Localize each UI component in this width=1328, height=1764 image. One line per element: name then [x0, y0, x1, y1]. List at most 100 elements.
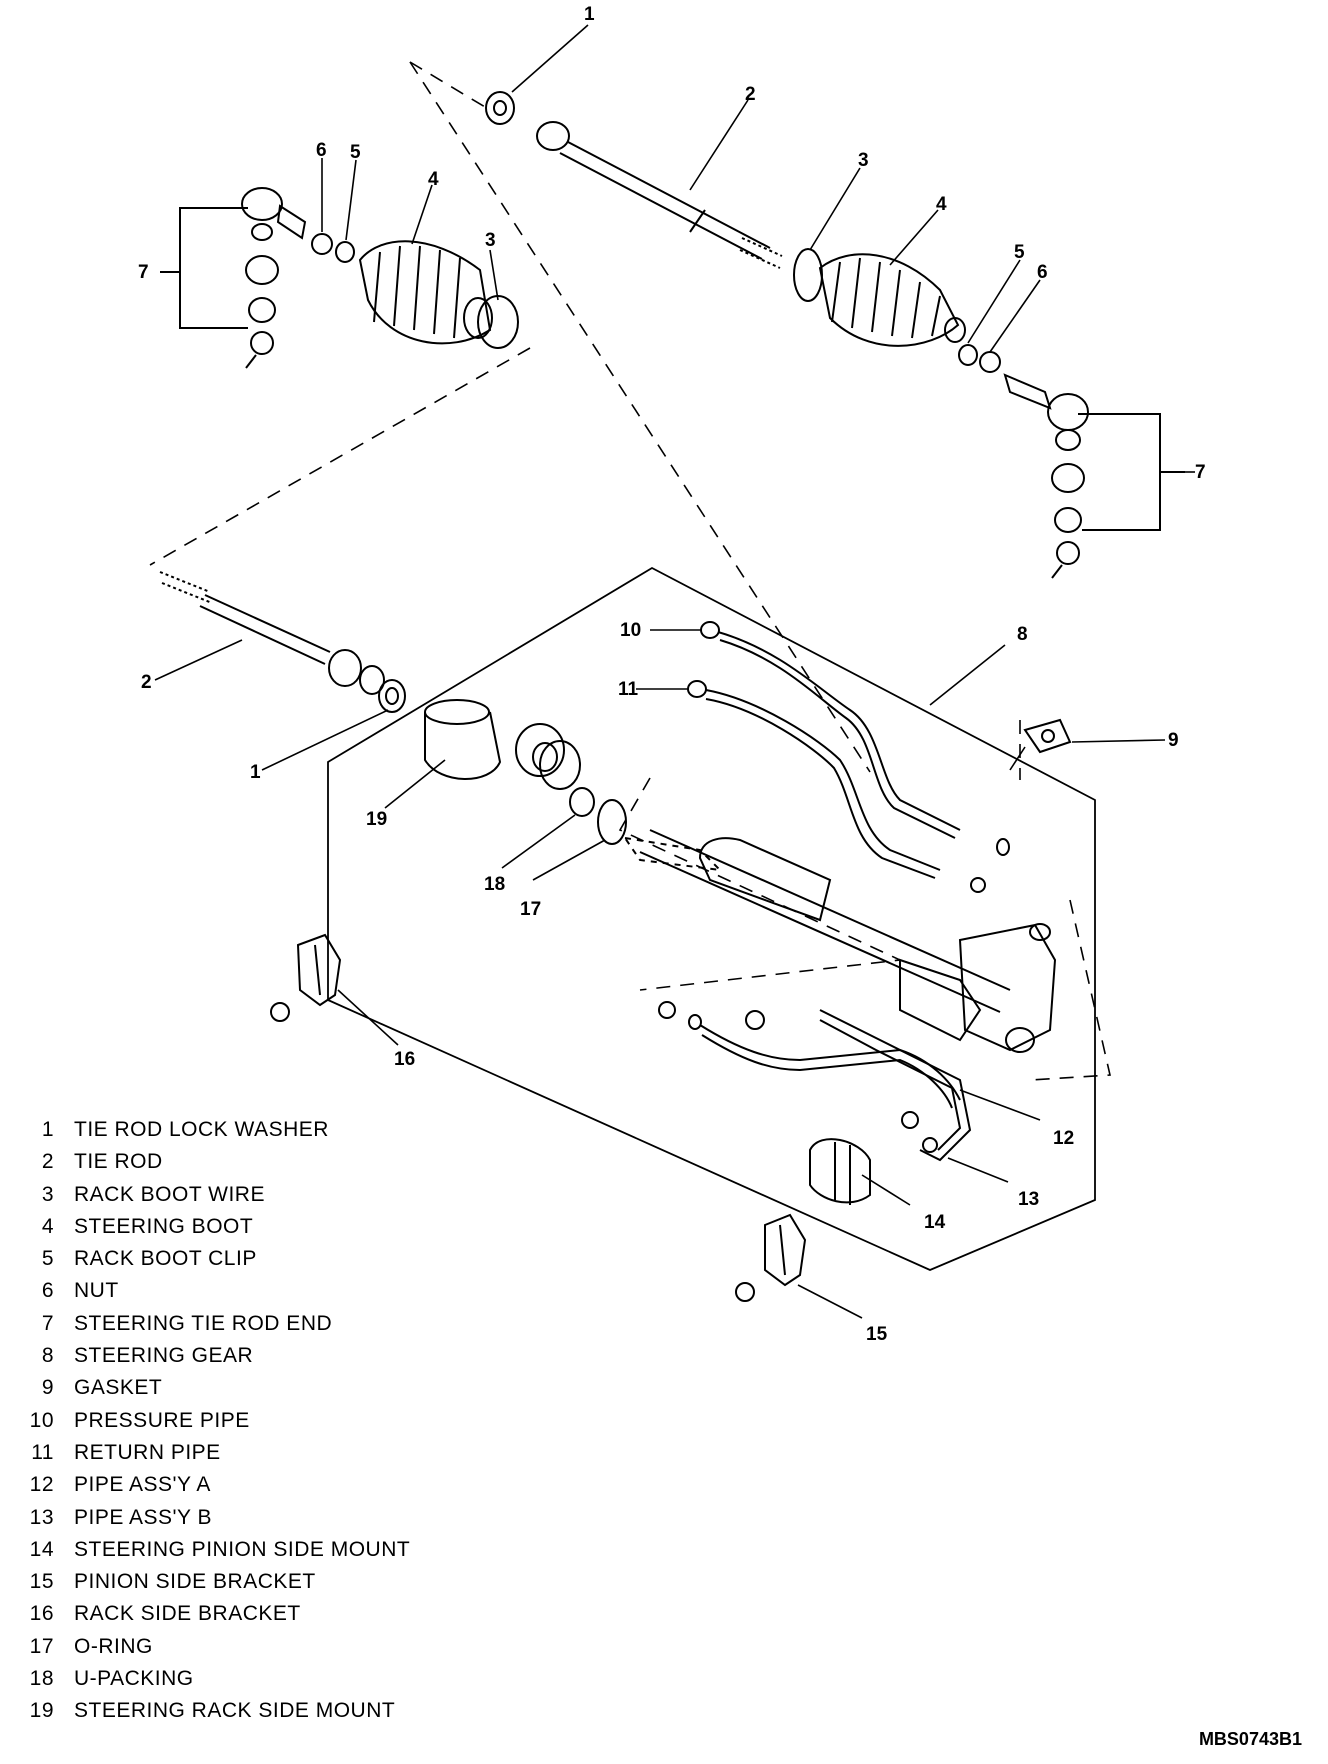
steering-pinion-side-mount — [809, 1138, 871, 1205]
legend-item: 13 PIPE ASS'Y B — [14, 1502, 534, 1534]
legend-number: 15 — [29, 1570, 54, 1594]
rack-housing — [622, 829, 1057, 1053]
callout-18: 18 — [484, 874, 505, 895]
figure-code: MBS0743B1 — [1198, 1729, 1302, 1749]
pressure-pipe — [700, 621, 961, 839]
legend-item: 12 PIPE ASS'Y A — [14, 1469, 534, 1501]
legend-label: TIE ROD LOCK WASHER — [74, 1118, 329, 1141]
legend-number: 4 — [41, 1214, 54, 1238]
legend-label: RETURN PIPE — [74, 1440, 221, 1464]
legend-number: 3 — [41, 1182, 54, 1206]
small-seals — [970, 838, 1010, 893]
legend-label: RACK BOOT CLIP — [74, 1247, 257, 1271]
callout-8: 8 — [1017, 624, 1028, 645]
top-tie-rod-lock-washer — [485, 91, 515, 125]
callout-1-top: 1 — [584, 4, 595, 25]
callout-5-right: 5 — [1014, 242, 1025, 263]
callout-6-right: 6 — [1037, 262, 1048, 283]
legend-number: 2 — [41, 1150, 54, 1174]
right-tie-rod-end — [1003, 373, 1185, 579]
callout-2-top: 2 — [745, 84, 756, 105]
callout-12: 12 — [1053, 1128, 1074, 1149]
callout-9: 9 — [1168, 730, 1179, 751]
legend-label: PINION SIDE BRACKET — [74, 1570, 316, 1594]
callout-4-top: 4 — [936, 194, 947, 215]
legend-number: 16 — [29, 1602, 54, 1626]
legend-number: 11 — [31, 1440, 54, 1464]
legend-item: 6 NUT — [14, 1275, 534, 1307]
callout-labels: 1 2 3 4 5 6 7 6 5 4 3 7 2 1 8 9 10 11 19… — [138, 4, 1206, 1345]
legend-item: 11 RETURN PIPE — [14, 1437, 534, 1469]
top-rack-boot-wire — [793, 248, 823, 302]
callout-15: 15 — [866, 1324, 888, 1345]
left-rack-boot-wire — [463, 295, 519, 349]
callout-7-right: 7 — [1195, 462, 1206, 483]
legend-number: 1 — [41, 1118, 54, 1141]
legend-item: 9 GASKET — [14, 1372, 534, 1404]
legend-item: 5 RACK BOOT CLIP — [14, 1243, 534, 1275]
callout-7-left: 7 — [138, 262, 149, 283]
pipe-assembly-a — [688, 1014, 961, 1109]
legend-item: 16 RACK SIDE BRACKET — [14, 1598, 534, 1630]
legend-number: 7 — [41, 1311, 54, 1335]
legend-number: 19 — [29, 1699, 54, 1723]
callout-19: 19 — [366, 809, 387, 830]
o-ring — [597, 799, 627, 845]
callout-1-left: 1 — [250, 762, 261, 783]
legend-number: 14 — [29, 1537, 54, 1561]
legend-label: PIPE ASS'Y A — [74, 1473, 211, 1497]
legend-item: 18 U-PACKING — [14, 1663, 534, 1695]
legend-number: 10 — [29, 1408, 54, 1432]
return-pipe — [687, 680, 941, 879]
legend-number: 9 — [41, 1376, 54, 1400]
callout-13: 13 — [1018, 1189, 1039, 1210]
legend-number: 13 — [29, 1505, 54, 1529]
legend-label: STEERING GEAR — [74, 1344, 254, 1368]
rack-dashed-box — [618, 777, 1111, 1081]
left-nut — [311, 233, 333, 255]
callout-3-left: 3 — [485, 230, 496, 251]
top-steering-boot — [818, 253, 966, 347]
legend-label: RACK BOOT WIRE — [74, 1182, 265, 1206]
top-nut — [979, 351, 1001, 373]
legend-label: STEERING RACK SIDE MOUNT — [74, 1699, 396, 1723]
u-packing — [569, 787, 595, 817]
gasket — [1023, 718, 1072, 754]
legend-item: 3 RACK BOOT WIRE — [14, 1179, 534, 1211]
top-rack-boot-clip — [958, 344, 978, 366]
callout-3-top: 3 — [858, 150, 869, 171]
callout-4-left: 4 — [428, 169, 439, 190]
callout-5-left: 5 — [350, 142, 361, 163]
legend-label: RACK SIDE BRACKET — [74, 1602, 301, 1626]
callout-16: 16 — [394, 1049, 415, 1070]
pipe-assembly-b — [819, 1009, 972, 1162]
left-tie-rod — [159, 571, 385, 695]
legend-label: GASKET — [74, 1376, 163, 1400]
small-bolts — [658, 1001, 765, 1030]
legend-label: PIPE ASS'Y B — [74, 1505, 213, 1529]
left-tie-rod-lock-washer — [378, 679, 406, 713]
legend-label: NUT — [74, 1279, 119, 1303]
legend-number: 12 — [29, 1473, 54, 1497]
legend-number: 5 — [41, 1247, 54, 1271]
left-steering-boot — [358, 240, 492, 345]
callout-10: 10 — [620, 620, 641, 641]
pinion-side-bracket — [735, 1213, 807, 1302]
steering-rack-side-mount — [424, 699, 502, 780]
legend-item: 19 STEERING RACK SIDE MOUNT — [14, 1695, 534, 1727]
leader-lines — [154, 24, 1195, 1319]
legend-label: U-PACKING — [74, 1667, 194, 1691]
legend-number: 6 — [41, 1279, 54, 1303]
legend-item: 15 PINION SIDE BRACKET — [14, 1566, 534, 1598]
legend-number: 18 — [29, 1667, 54, 1691]
legend-number: 17 — [29, 1634, 54, 1658]
